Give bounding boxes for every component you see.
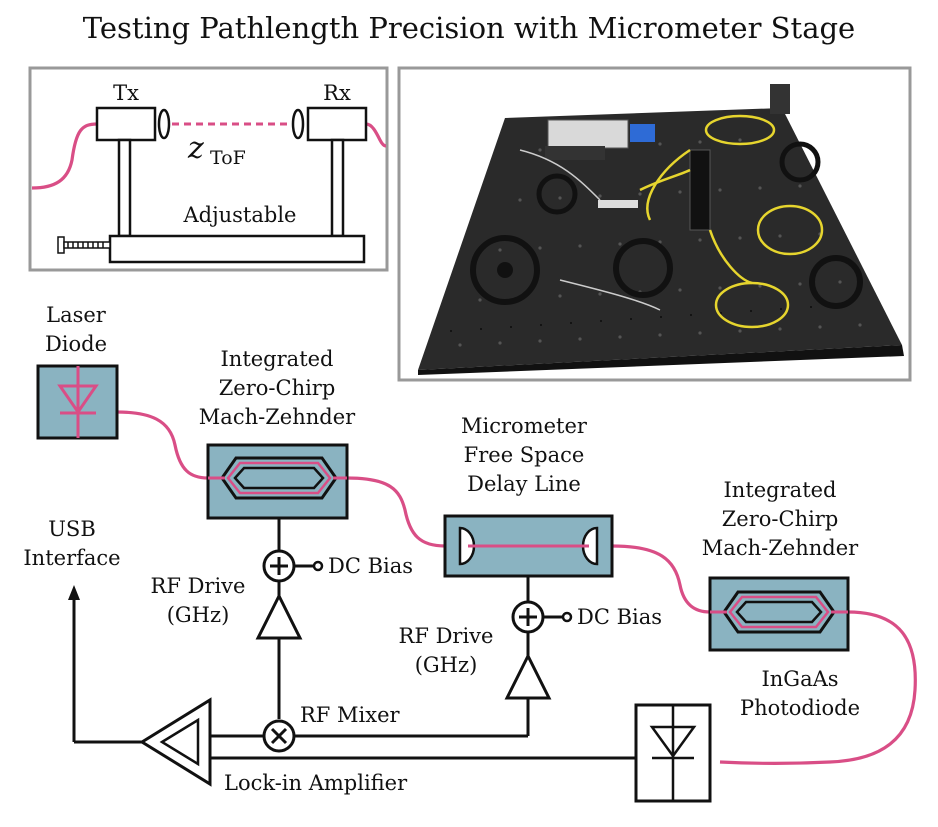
mzm1-label-3: Mach-Zehnder [199,405,356,429]
ztof-subscript: ToF [210,147,246,169]
ztof-symbol: z [187,131,204,166]
laser-diode [36,364,119,440]
delay-label-2: Free Space [464,443,585,467]
mach-zehnder-modulator-1 [206,443,349,520]
inset-panel: Tx Rx z ToF Adjustable [28,66,389,272]
rf-amplifier-1-icon [255,592,303,640]
micrometer-screw-icon [57,236,111,254]
rf-amplifier-2-icon [504,652,552,700]
rx-label: Rx [323,81,351,105]
rf-mixer-label: RF Mixer [300,703,401,727]
usb-label-1: USB [48,517,96,541]
dc-bias-label-1: DC Bias [328,554,413,578]
laser-label-1: Laser [46,303,107,327]
mzm2-label-3: Mach-Zehnder [702,536,859,560]
dc-bias-terminal-2 [561,611,573,623]
laser-label-2: Diode [45,332,107,356]
rf-mixer-icon [262,719,296,753]
lock-in-label: Lock-in Amplifier [224,771,408,795]
mzm2-label-2: Zero-Chirp [722,507,839,531]
free-space-delay-line [443,514,614,578]
page-title: Testing Pathlength Precision with Microm… [83,11,855,45]
mzm2-label-1: Integrated [724,478,837,502]
bias-summer-1 [262,549,296,583]
rx-lens [291,108,305,140]
rf-drive-2-label-1: RF Drive [399,624,494,648]
rf-drive-2-label-2: (GHz) [415,653,478,677]
mach-zehnder-modulator-2 [708,576,850,652]
dc-bias-label-2: DC Bias [577,605,662,629]
optical-fiber-path [116,410,917,766]
rx-module [306,106,368,142]
usb-label-2: Interface [23,546,120,570]
electrical-wiring [72,518,636,760]
tx-module [95,106,157,142]
photodiode-label-1: InGaAs [761,667,838,691]
tx-label: Tx [113,81,139,105]
tx-lens [157,108,171,140]
delay-label-1: Micrometer [461,414,588,438]
delay-label-3: Delay Line [467,472,581,496]
bias-summer-2 [511,600,545,634]
stage-label: Adjustable [183,203,297,227]
mzm1-label-1: Integrated [221,347,334,371]
mzm1-label-2: Zero-Chirp [219,376,336,400]
photodiode-label-2: Photodiode [740,696,860,720]
adjustable-stage [108,234,366,264]
rf-drive-1-label-2: (GHz) [167,603,230,627]
dc-bias-terminal-1 [312,560,324,572]
rf-drive-1-label-1: RF Drive [151,574,246,598]
photodiode [634,703,712,803]
usb-arrow-icon [68,585,80,600]
lock-in-amplifier-icon [139,697,212,787]
setup-photo [397,66,912,382]
